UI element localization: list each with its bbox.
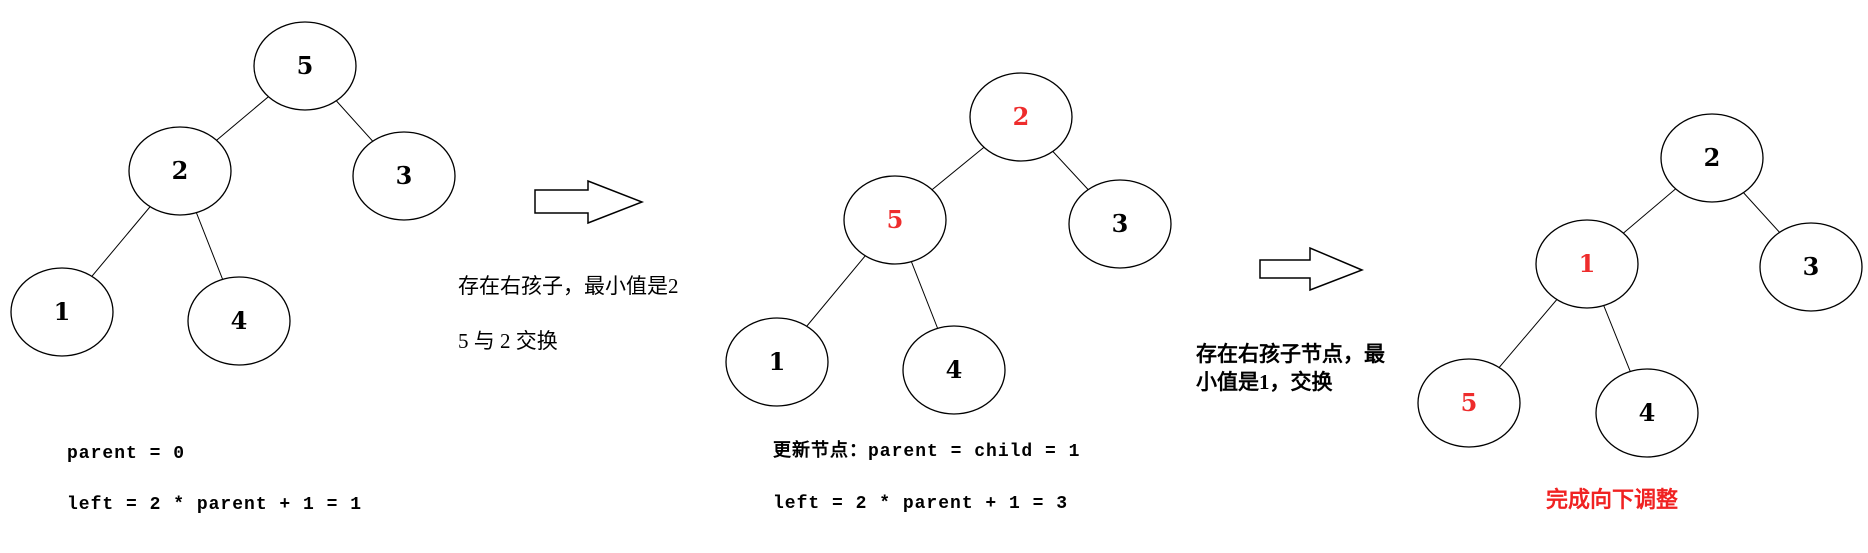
node-value: 2 — [1013, 102, 1030, 131]
tree2-node-3: 3 — [1068, 179, 1172, 269]
node-value: 4 — [1639, 398, 1656, 427]
tree2-node-1: 1 — [725, 317, 829, 407]
step1-note-line1: 存在右孩子，最小值是2 — [458, 274, 679, 298]
tree2-node-2: 2 — [969, 72, 1073, 162]
node-circle — [352, 131, 456, 221]
node-value: 5 — [1461, 388, 1478, 417]
tree1-node-5: 5 — [253, 21, 357, 111]
tree1-code-line1: parent = 0 — [67, 444, 186, 464]
tree1-node-1: 1 — [10, 267, 114, 357]
node-circle — [1535, 219, 1639, 309]
node-circle — [725, 317, 829, 407]
tree2-code-line2: left = 2 * parent + 1 = 3 — [773, 494, 1069, 514]
node-value: 1 — [769, 347, 786, 376]
node-circle — [128, 126, 232, 216]
tree-3-step-3-final: 2 1 3 5 4 — [1417, 113, 1863, 458]
step2-note-line2: 小值是1，交换 — [1196, 370, 1333, 394]
node-circle — [253, 21, 357, 111]
tree2-node-4: 4 — [902, 325, 1006, 415]
tree1-code-line2: left = 2 * parent + 1 = 1 — [67, 495, 363, 515]
node-value: 4 — [231, 306, 248, 335]
node-value: 3 — [1803, 252, 1820, 281]
node-value: 5 — [887, 205, 904, 234]
node-circle — [1068, 179, 1172, 269]
done-label: 完成向下调整 — [1546, 487, 1679, 512]
step-arrow-2-icon — [1259, 246, 1365, 292]
node-circle — [1759, 222, 1863, 312]
step-arrow-1-icon — [534, 179, 645, 225]
tree3-node-5: 5 — [1417, 358, 1521, 448]
node-value: 3 — [396, 161, 413, 190]
node-circle — [187, 276, 291, 366]
tree1-node-3: 3 — [352, 131, 456, 221]
step1-note-line2: 5 与 2 交换 — [458, 329, 558, 353]
tree-2-step-2-after-first-swap: 2 5 3 1 4 — [725, 72, 1172, 415]
node-circle — [1660, 113, 1764, 203]
tree2-node-5: 5 — [843, 175, 947, 265]
tree2-code-line1: 更新节点：parent = child = 1 — [773, 442, 1081, 462]
node-value: 3 — [1112, 209, 1129, 238]
node-value: 1 — [1579, 249, 1596, 278]
tree1-node-4: 4 — [187, 276, 291, 366]
node-value: 1 — [54, 297, 71, 326]
node-circle — [902, 325, 1006, 415]
node-value: 2 — [172, 156, 189, 185]
node-circle — [843, 175, 947, 265]
node-value: 5 — [297, 51, 314, 80]
node-value: 2 — [1704, 143, 1721, 172]
tree1-node-2: 2 — [128, 126, 232, 216]
node-circle — [1595, 368, 1699, 458]
node-circle — [10, 267, 114, 357]
node-circle — [969, 72, 1073, 162]
node-value: 4 — [946, 355, 963, 384]
tree3-node-3: 3 — [1759, 222, 1863, 312]
node-circle — [1417, 358, 1521, 448]
tree3-node-4: 4 — [1595, 368, 1699, 458]
tree3-node-1: 1 — [1535, 219, 1639, 309]
tree3-node-2: 2 — [1660, 113, 1764, 203]
tree-1-step-1-initial: 5 2 3 1 4 — [10, 21, 456, 366]
step2-note-line1: 存在右孩子节点，最 — [1196, 342, 1385, 366]
